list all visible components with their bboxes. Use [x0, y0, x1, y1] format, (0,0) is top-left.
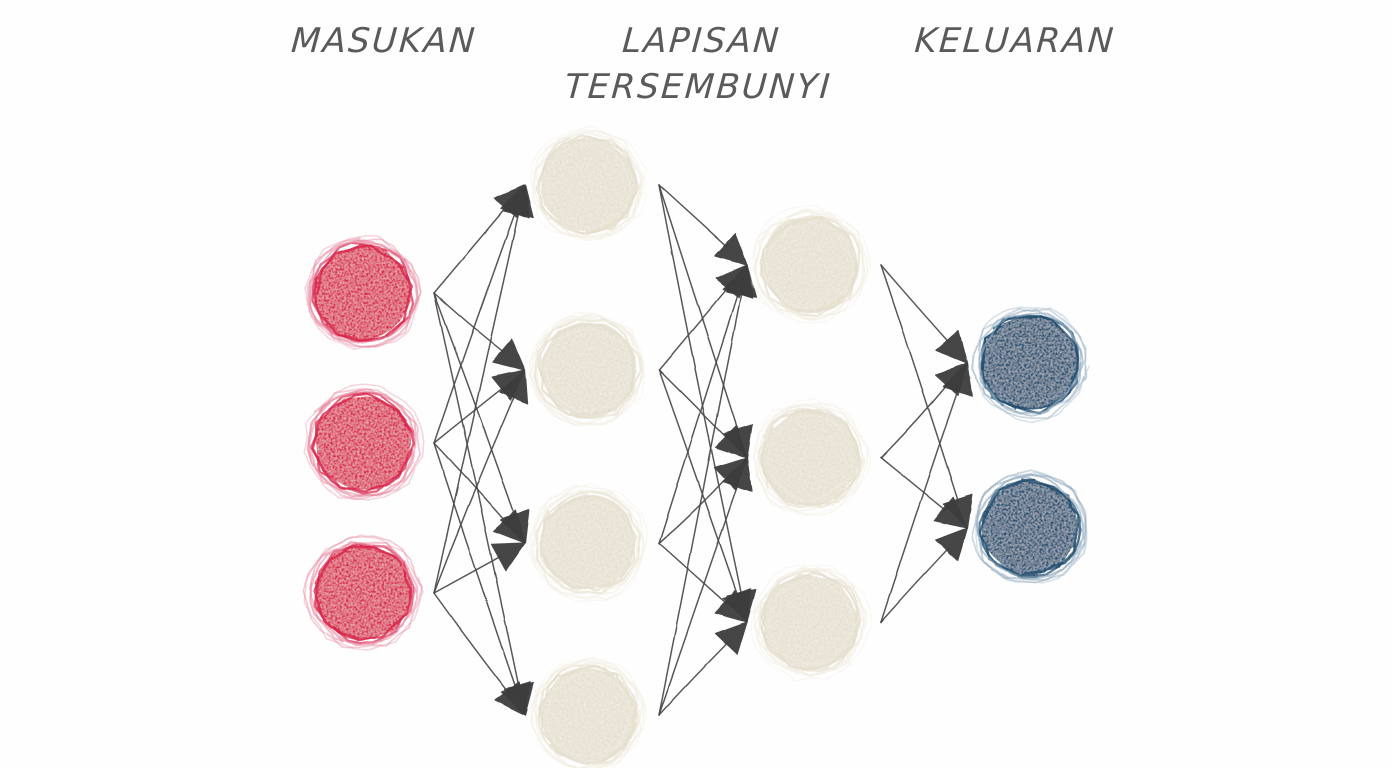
node-output-1	[970, 306, 1090, 424]
node-hidden2-2	[751, 398, 871, 516]
node-output-2	[970, 469, 1088, 584]
edges-layer	[433, 184, 973, 716]
edge-group-hidden2-to-output	[880, 264, 973, 623]
edge-group-hidden1-to-hidden2	[658, 184, 757, 716]
nodes-layer	[302, 125, 1090, 768]
node-input-3	[302, 534, 424, 652]
node-hidden1-1	[530, 125, 648, 241]
node-hidden1-4	[529, 656, 647, 768]
node-input-1	[304, 235, 422, 351]
edge-group-input-to-hidden1	[433, 184, 534, 716]
layer-label-output: KELUARAN	[913, 21, 1117, 61]
node-hidden2-1	[749, 204, 872, 324]
node-hidden1-3	[526, 483, 648, 603]
node-hidden1-2	[528, 311, 645, 427]
node-hidden2-3	[750, 564, 873, 682]
node-input-2	[303, 383, 425, 501]
